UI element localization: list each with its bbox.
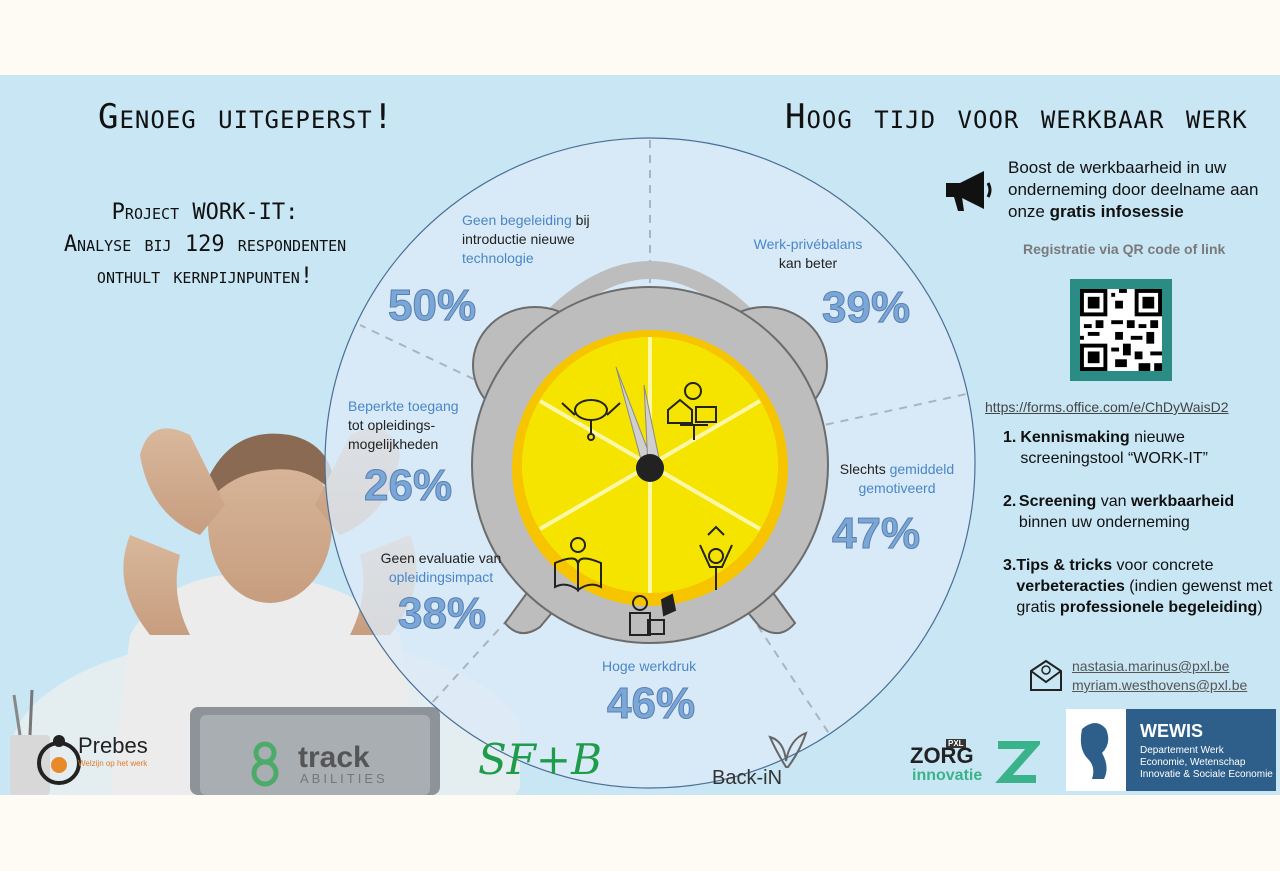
email-link-2[interactable]: myriam.westhovens@pxl.be <box>1072 677 1248 693</box>
project-line-1: Project WORK-IT: <box>111 200 299 225</box>
track-abilities-icon <box>251 741 279 787</box>
percent-motivation: 47% <box>831 509 921 559</box>
cloud-network-icon <box>561 399 621 441</box>
prebes-logo: Prebes Welzijn op het werk <box>34 725 164 785</box>
title-right: Hoog tijd voor werkbaar werk <box>785 97 1248 137</box>
project-summary: Project WORK-IT: Analyse bij 129 respond… <box>40 197 370 293</box>
step-3: 3. Tips & tricks voor concrete verbetera… <box>1003 557 1273 616</box>
percent-training-access: 26% <box>363 461 453 511</box>
title-left: Genoeg uitgeperst! <box>98 97 395 137</box>
track-abilities-logo: track ABILITIES <box>248 741 388 791</box>
email-link-1[interactable]: nastasia.marinus@pxl.be <box>1072 658 1230 674</box>
segment-label-technology: Geen begeleiding bij introductie nieuwe … <box>462 212 590 266</box>
contact-emails: nastasia.marinus@pxl.be myriam.westhoven… <box>1072 657 1247 695</box>
qr-code-icon <box>1080 289 1162 371</box>
project-line-3: onthult kernpijnpunten! <box>96 264 314 289</box>
step-1: 1. Kennismaking nieuwe screeningstool “W… <box>1003 429 1208 467</box>
steps-list: 1. Kennismaking nieuwe screeningstool “W… <box>1003 427 1278 640</box>
segment-label-motivation: Slechts gemiddeld gemotiveerd <box>839 461 955 496</box>
percent-workload: 46% <box>606 679 696 729</box>
prebes-logo-icon <box>37 735 81 785</box>
qr-code[interactable] <box>1070 279 1172 381</box>
home-work-balance-icon <box>667 382 717 440</box>
butterfly-icon <box>768 731 808 768</box>
alarm-clock-icon <box>471 261 829 644</box>
percent-technology: 50% <box>387 281 477 331</box>
clock-wheel-diagram <box>324 137 976 789</box>
percent-work-life: 39% <box>821 283 911 333</box>
segment-label-training-access: Beperkte toegang tot opleidings-mogelijk… <box>348 398 459 452</box>
stressed-worker-icon <box>629 593 677 636</box>
registration-link[interactable]: https://forms.office.com/e/ChDyWaisD2 <box>985 399 1229 415</box>
email-icon <box>1030 659 1062 691</box>
segment-dividers <box>359 138 972 736</box>
project-line-2: Analyse bij 129 respondenten <box>63 232 347 257</box>
segment-label-training-impact: Geen evaluatie van opleidingsimpact <box>380 550 502 585</box>
wewis-logo: WEWIS Departement Werk Economie, Wetensc… <box>1066 709 1276 791</box>
back-in-logo: Back-iN <box>712 731 822 791</box>
percent-training-impact: 38% <box>397 589 487 639</box>
step-2: 2. Screening van werkbaarheid binnen uw … <box>1003 493 1235 531</box>
flemish-lion-icon <box>1080 723 1109 779</box>
megaphone-icon <box>946 171 992 211</box>
segment-label-work-life: Werk-privébalans kan beter <box>753 236 863 271</box>
sf-b-logo: SF+B <box>478 735 602 784</box>
zorg-z-icon <box>995 741 1040 783</box>
registration-note: Registratie via QR code of link <box>1023 241 1226 257</box>
book-idea-icon <box>554 537 602 592</box>
boost-text: Boost de werkbaarheid in uw onderneming … <box>1008 158 1259 221</box>
motivated-person-icon <box>699 525 733 590</box>
segment-label-workload: Hoge werkdruk <box>602 658 697 674</box>
zorg-innovatie-logo: ZORG PXL innovatie <box>910 739 1040 793</box>
infographic-slide: Genoeg uitgeperst! Hoog tijd voor werkba… <box>0 75 1280 795</box>
